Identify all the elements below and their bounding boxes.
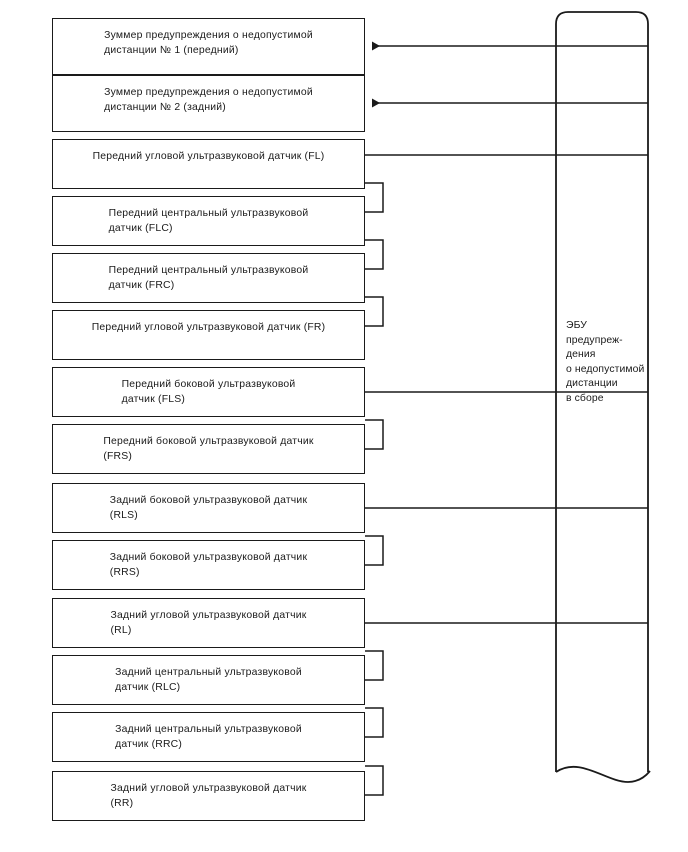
- node-buzzer-2[interactable]: Зуммер предупреждения о недопустимой дис…: [52, 75, 365, 132]
- node-sensor-rrs[interactable]: Задний боковой ультразвуковой датчик (RR…: [52, 540, 365, 590]
- node-sensor-frs[interactable]: Передний боковой ультразвуковой датчик (…: [52, 424, 365, 474]
- node-label: Передний центральный ультразвуковой датч…: [108, 208, 309, 234]
- node-label: Задний угловой ультразвуковой датчик (RL…: [110, 610, 307, 636]
- node-label: Зуммер предупреждения о недопустимой дис…: [104, 30, 313, 56]
- node-label: Передний угловой ультразвуковой датчик (…: [91, 322, 326, 333]
- node-label: Передний угловой ультразвуковой датчик (…: [92, 151, 325, 162]
- node-sensor-rl[interactable]: Задний угловой ультразвуковой датчик (RL…: [52, 598, 365, 648]
- node-label: Задний центральный ультразвуковой датчик…: [115, 724, 302, 750]
- node-sensor-rrc[interactable]: Задний центральный ультразвуковой датчик…: [52, 712, 365, 762]
- node-sensor-rls[interactable]: Задний боковой ультразвуковой датчик (RL…: [52, 483, 365, 533]
- node-sensor-fr[interactable]: Передний угловой ультразвуковой датчик (…: [52, 310, 365, 360]
- ecu-label: ЭБУ предупреж- дения о недопустимой дист…: [566, 320, 645, 404]
- node-sensor-fls[interactable]: Передний боковой ультразвуковой датчик (…: [52, 367, 365, 417]
- node-label: Передний центральный ультразвуковой датч…: [108, 265, 309, 291]
- node-sensor-flc[interactable]: Передний центральный ультразвуковой датч…: [52, 196, 365, 246]
- node-label: Задний центральный ультразвуковой датчик…: [115, 667, 302, 693]
- node-sensor-rr[interactable]: Задний угловой ультразвуковой датчик (RR…: [52, 771, 365, 821]
- node-label: Задний боковой ультразвуковой датчик (RL…: [109, 495, 308, 521]
- node-sensor-fl[interactable]: Передний угловой ультразвуковой датчик (…: [52, 139, 365, 189]
- node-label: Задний боковой ультразвуковой датчик (RR…: [109, 552, 308, 578]
- node-sensor-frc[interactable]: Передний центральный ультразвуковой датч…: [52, 253, 365, 303]
- node-clearance-warning-ecu[interactable]: ЭБУ предупреж- дения о недопустимой дист…: [556, 12, 648, 772]
- node-label: Зуммер предупреждения о недопустимой дис…: [104, 87, 313, 113]
- node-label: Задний угловой ультразвуковой датчик (RR…: [110, 783, 307, 809]
- node-label: Передний боковой ультразвуковой датчик (…: [103, 436, 314, 462]
- node-label: Передний боковой ультразвуковой датчик (…: [121, 379, 296, 405]
- node-buzzer-1[interactable]: Зуммер предупреждения о недопустимой дис…: [52, 18, 365, 75]
- node-sensor-rlc[interactable]: Задний центральный ультразвуковой датчик…: [52, 655, 365, 705]
